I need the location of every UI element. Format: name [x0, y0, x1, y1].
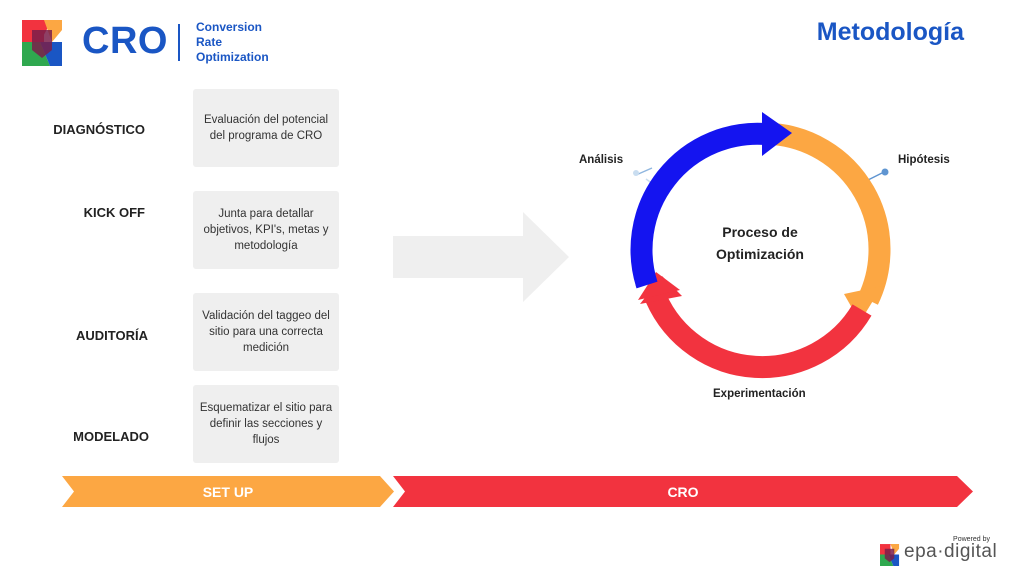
cycle-center-line-1: Proceso de — [722, 224, 798, 240]
powered-by-text: Powered by — [953, 536, 990, 543]
step-label-diagnostico: DIAGNÓSTICO — [53, 122, 145, 137]
cycle-stage-hypothesis: Hipótesis — [898, 154, 950, 166]
cro-banner-label: CRO — [667, 484, 699, 500]
cro-logo-icon — [22, 20, 64, 66]
brand-subtitle-line-1: Conversion — [196, 20, 263, 34]
brand-subtitle-line-3: Optimization — [196, 50, 269, 64]
cycle-stage-analysis: Análisis — [579, 154, 624, 166]
brand-title: CRO — [82, 20, 168, 62]
optimization-cycle — [630, 112, 891, 379]
cycle-stage-experimentation: Experimentación — [713, 388, 806, 400]
step-box-auditoria: Validación del taggeo del sitio para una… — [193, 293, 339, 371]
step-label-kickoff: KICK OFF — [83, 205, 145, 220]
brand-divider — [178, 24, 180, 61]
step-label-modelado: MODELADO — [73, 429, 149, 444]
epa-digital-logo-icon — [880, 544, 900, 566]
step-label-auditoria: AUDITORÍA — [76, 328, 148, 343]
transition-arrow — [393, 212, 569, 302]
cycle-center-text: Proceso de Optimización — [690, 221, 830, 265]
cro-banner — [393, 476, 973, 507]
step-box-diagnostico: Evaluación del potencial del programa de… — [193, 89, 339, 167]
setup-banner-label: SET UP — [202, 484, 254, 500]
brand-subtitle-line-2: Rate — [196, 35, 223, 49]
page-title: Metodología — [816, 18, 964, 46]
company-name: epa·digital — [904, 541, 998, 562]
brand-subtitle: Conversion Rate Optimization — [196, 20, 269, 65]
setup-banner — [62, 476, 394, 507]
step-box-modelado: Esquematizar el sitio para definir las s… — [193, 385, 339, 463]
cycle-center-line-2: Optimización — [716, 246, 804, 262]
step-box-kickoff: Junta para detallar objetivos, KPI's, me… — [193, 191, 339, 269]
